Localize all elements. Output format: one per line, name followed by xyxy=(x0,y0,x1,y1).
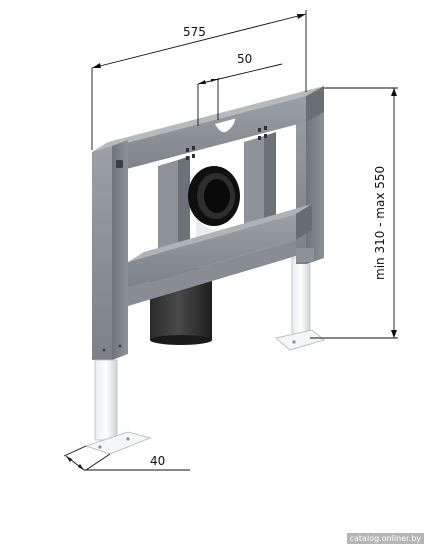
dimension-opening-label: 50 xyxy=(237,52,252,66)
dimension-opening: 50 xyxy=(197,52,283,126)
inner-struts xyxy=(158,132,276,268)
bottom-crossbar xyxy=(128,204,312,306)
top-crossbar xyxy=(92,86,324,178)
right-leg xyxy=(275,257,325,351)
dimension-foot-depth-label: 40 xyxy=(150,454,165,468)
dimension-height: min 310 - max 550 xyxy=(310,87,398,339)
dimension-width-label: 575 xyxy=(183,25,206,39)
watermark-text: catalog.onliner.by xyxy=(346,533,424,544)
dimension-height-label: min 310 - max 550 xyxy=(373,166,387,280)
left-leg xyxy=(84,359,152,455)
dimension-foot-depth: 40 xyxy=(63,445,190,471)
dimension-width: 575 xyxy=(91,10,307,150)
left-post xyxy=(92,140,128,360)
